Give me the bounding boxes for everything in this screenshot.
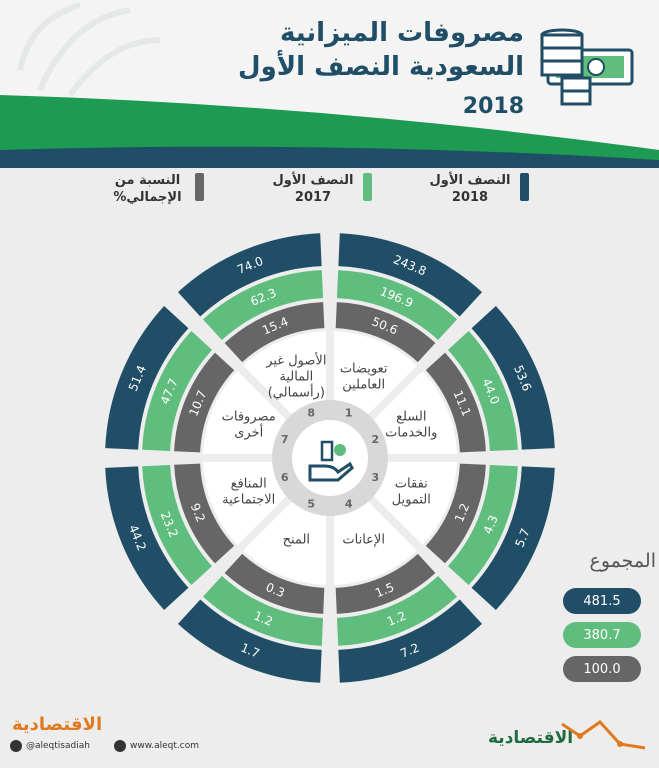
segment-label: والخدمات [385, 425, 437, 440]
segment-arc-pct [335, 302, 436, 363]
segment-value-h1-2018: 1.7 [239, 641, 262, 661]
segment-value-pct: 1.5 [373, 580, 396, 600]
footer: الاقتصادية @aleqtisadiah www.aleqt.com ا… [0, 706, 659, 768]
footer-website[interactable]: www.aleqt.com [130, 741, 199, 751]
segment-label: الأصول غير [265, 352, 326, 369]
segment-arc-pct [335, 553, 436, 614]
legend-label-pct: الإجمالي% [113, 190, 182, 205]
segment-label: المنافع [231, 477, 267, 492]
legend-swatch-green [363, 173, 372, 201]
legend-year: 2017 [294, 190, 332, 205]
legend-label: النصف الأول [429, 173, 511, 188]
segment-label: نفقات [395, 477, 428, 492]
segment-arc-h1-2017 [447, 464, 518, 586]
title-line-2: السعودية النصف الأول [238, 52, 524, 82]
legend-h1-2017: النصف الأول 2017 [268, 172, 372, 206]
footer-brand-logo-2: الاقتصادية [488, 728, 574, 748]
segment-arc-h1-2017 [202, 575, 324, 646]
total-h1-2018: 481.5 [563, 588, 641, 614]
segment-divider [237, 365, 302, 430]
segment-arc-h1-2018 [177, 233, 322, 317]
legend-pct: النسبة من الإجمالي% [105, 172, 204, 206]
segment-arc-h1-2017 [336, 575, 458, 646]
segment-value-pct: 9.2 [188, 501, 208, 524]
segment-value-h1-2018: 7.2 [398, 641, 421, 661]
segment-arc-pct [174, 352, 235, 453]
segment-arc-pct [174, 463, 235, 564]
segment-index: 8 [307, 407, 315, 420]
segment-arc-h1-2018 [471, 305, 555, 450]
segment-value-h1-2017: 4.3 [481, 513, 501, 536]
segment-index: 6 [281, 471, 289, 484]
globe-icon [114, 740, 126, 752]
money-stack-icon [540, 28, 634, 106]
segment-value-pct: 0.3 [264, 580, 287, 600]
segment-label: المالية [279, 370, 313, 385]
legend-swatch-dark [520, 173, 529, 201]
segment-divider [358, 486, 423, 551]
segment-arc-h1-2017 [447, 330, 518, 452]
header-blue-stripe [0, 146, 659, 168]
segment-value-pct: 1.2 [452, 501, 472, 524]
legend-label: النصف الأول [272, 173, 354, 188]
hand-coins-icon [308, 440, 354, 482]
segment-value-h1-2017: 1.2 [385, 609, 408, 629]
total-h1-2017: 380.7 [563, 622, 641, 648]
segment-label: الإعانات [342, 532, 385, 547]
legend-year: 2018 [451, 190, 489, 205]
segment-arc-h1-2018 [177, 599, 322, 683]
segment-arc-pct [425, 352, 486, 453]
segment-divider [237, 486, 302, 551]
segment-label: المنح [283, 532, 310, 547]
segment-arc-h1-2018 [471, 466, 555, 611]
segment-arc-h1-2018 [105, 466, 189, 611]
segment-arc-h1-2018 [338, 233, 483, 317]
segment-arc-pct [224, 302, 325, 363]
segment-label: مصروفات [222, 409, 276, 424]
legend-h1-2018: النصف الأول 2018 [425, 172, 529, 206]
legend-label: النسبة من [114, 173, 181, 188]
footer-brand-logo: الاقتصادية [12, 714, 103, 735]
segment-index: 7 [281, 433, 289, 446]
footer-handle[interactable]: @aleqtisadiah [26, 741, 90, 751]
segment-label: التمويل [392, 493, 431, 508]
segment-index: 3 [371, 471, 379, 484]
segment-index: 1 [345, 407, 353, 420]
segment-label: السلع [396, 409, 426, 424]
segment-arc-h1-2017 [142, 464, 213, 586]
segment-label: تعويضات [340, 362, 388, 377]
segment-divider [358, 365, 423, 430]
title-line-1: مصروفات الميزانية [280, 18, 524, 48]
segment-arc-pct [425, 463, 486, 564]
segment-value-h1-2017: 1.2 [252, 609, 275, 629]
header-banner [0, 0, 659, 168]
segment-index: 5 [307, 497, 315, 510]
segment-label: (رأسمالي) [268, 384, 325, 401]
segment-arc-pct [224, 553, 325, 614]
twitter-icon [10, 740, 22, 752]
segment-label: الاجتماعية [222, 493, 275, 508]
segment-arc-h1-2017 [202, 270, 324, 341]
segment-value-h1-2018: 5.7 [513, 526, 533, 549]
segment-arc-h1-2018 [338, 599, 483, 683]
segment-arc-h1-2017 [142, 330, 213, 452]
total-pct: 100.0 [563, 656, 641, 682]
segment-arc-h1-2017 [336, 270, 458, 341]
trend-line-icon [561, 720, 646, 750]
segment-label: العاملين [342, 378, 385, 393]
totals-title: المجموع [589, 550, 656, 572]
segment-index: 2 [371, 433, 379, 446]
title-year: 2018 [462, 94, 524, 119]
legend-swatch-grey [195, 173, 204, 201]
segment-label: أخرى [234, 423, 263, 440]
palm-watermark-icon [17, 2, 161, 97]
segment-arc-h1-2018 [105, 305, 189, 450]
segment-index: 4 [345, 497, 353, 510]
